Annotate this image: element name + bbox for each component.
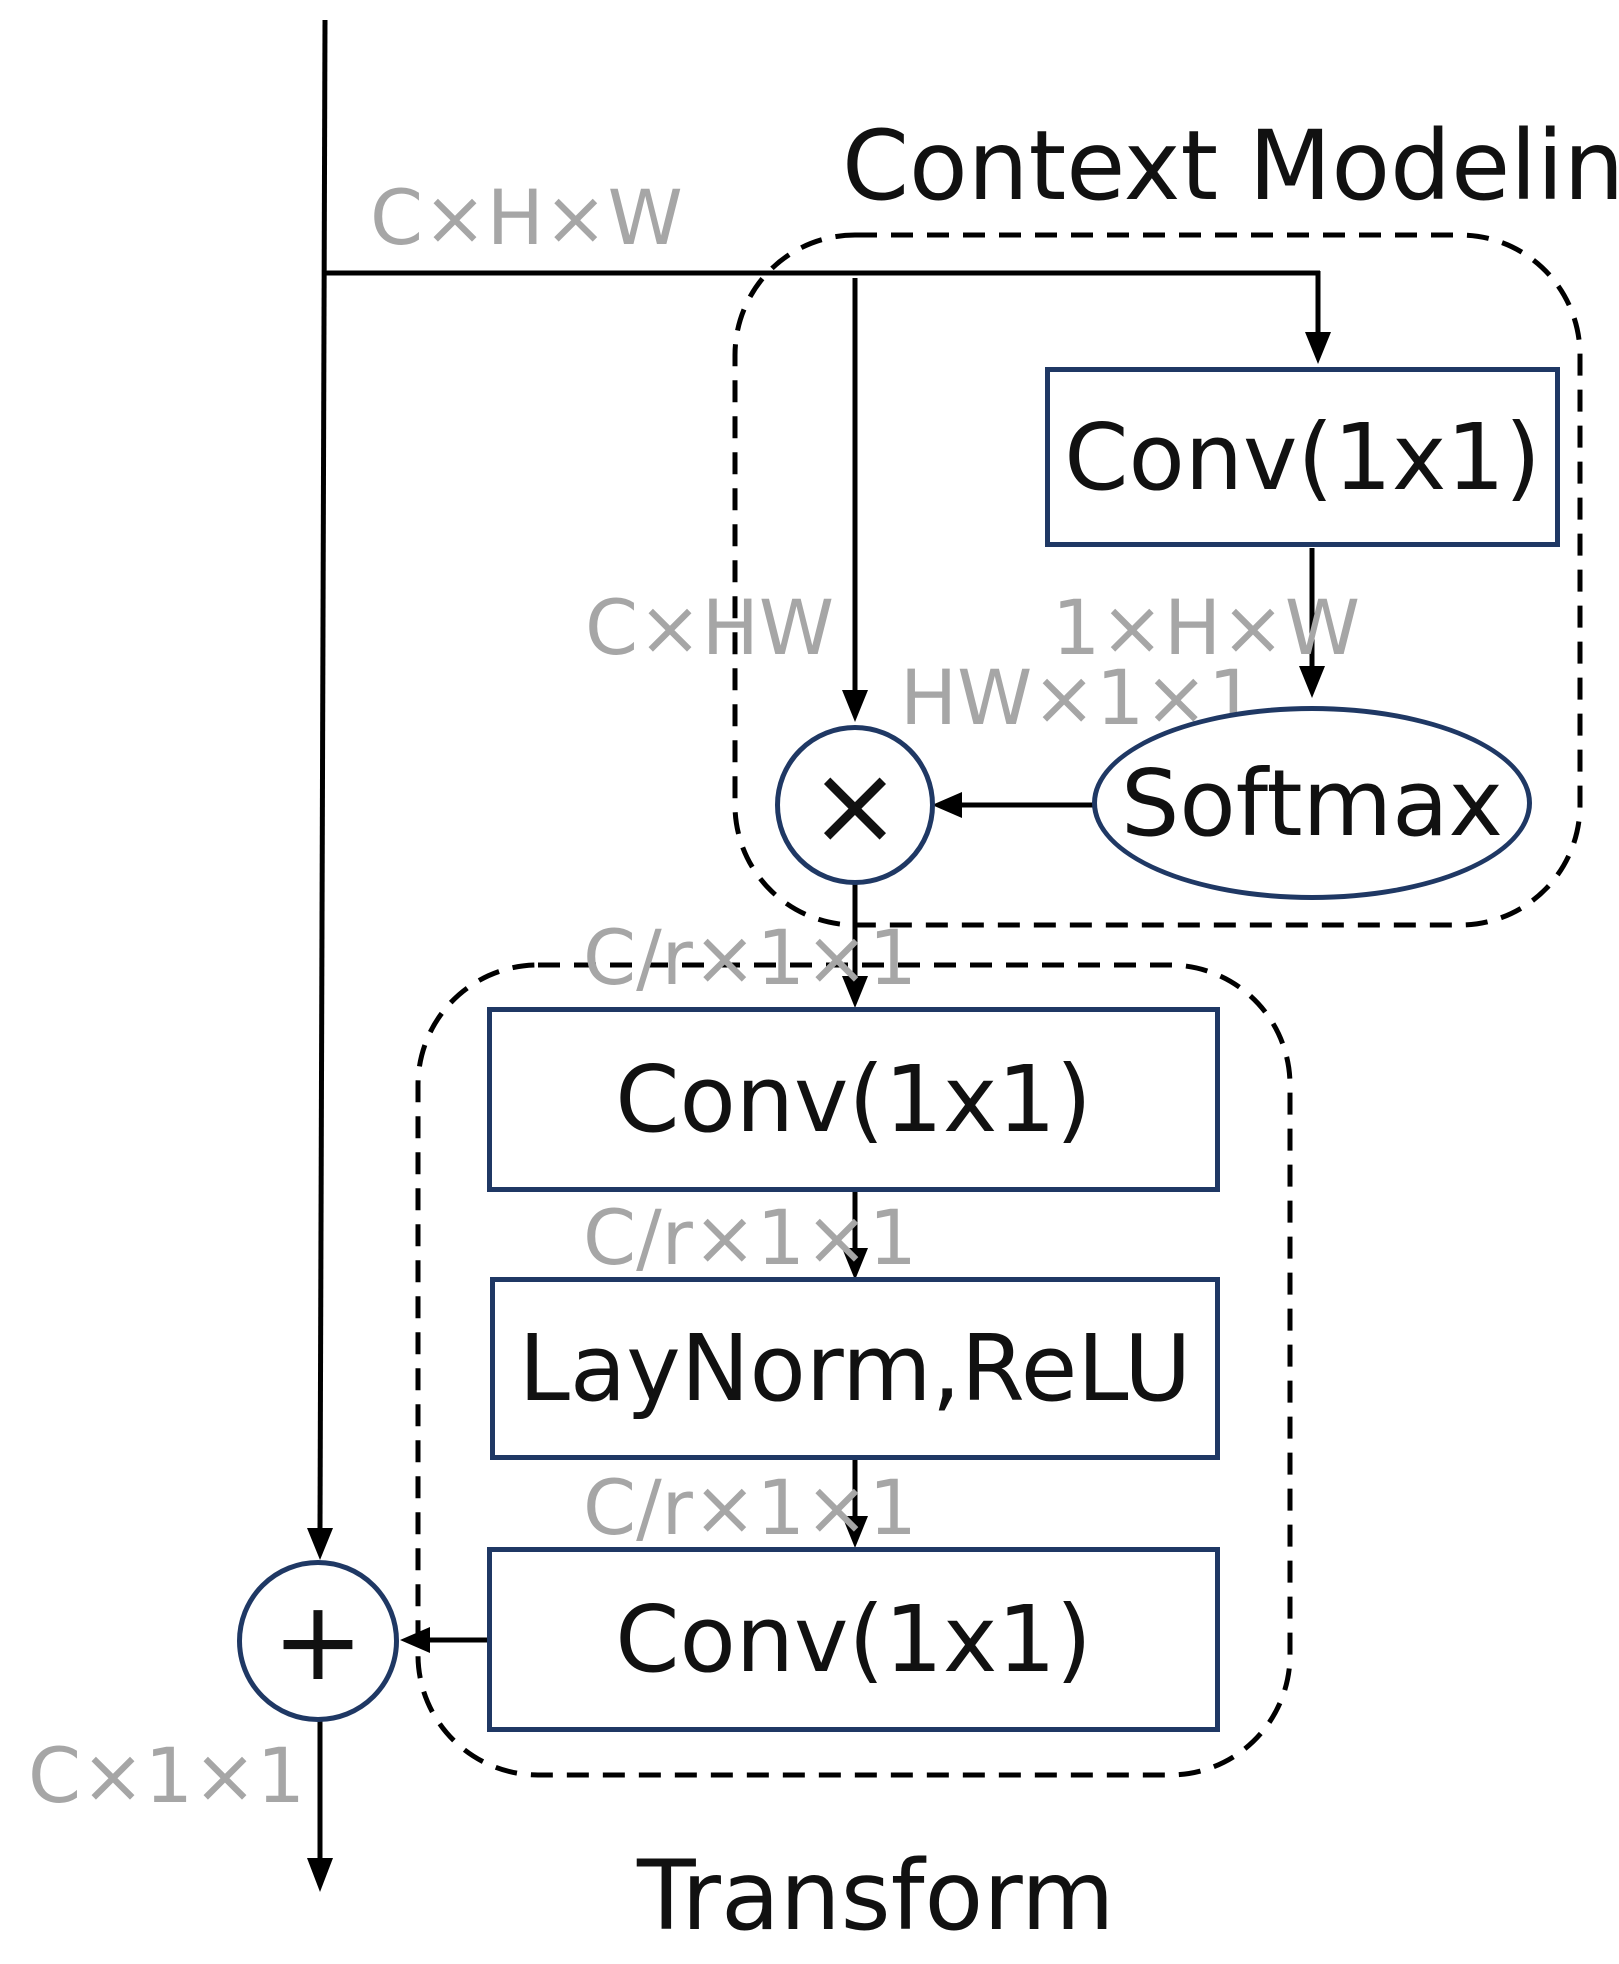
dim-bottleneck-3: C/r×1×1	[583, 1463, 917, 1552]
arrowhead-layernorm-top	[842, 1248, 868, 1280]
context-conv-node: Conv(1x1)	[1045, 367, 1560, 547]
arrowhead-add-top	[307, 1528, 333, 1560]
arrowhead-add-right	[400, 1627, 430, 1653]
dim-bottleneck-2: C/r×1×1	[583, 1193, 917, 1282]
multiply-node: ×	[775, 725, 935, 885]
add-node: +	[237, 1560, 399, 1722]
arrowhead-conv2-top	[842, 1516, 868, 1548]
arrowhead-conv1-top	[842, 976, 868, 1008]
arrowhead-multiply-right	[932, 792, 962, 818]
context-modeling-title: Context Modeling	[842, 110, 1619, 222]
context-modeling-group	[732, 232, 1583, 928]
dim-reshaped: C×HW	[585, 583, 835, 672]
arrowhead-multiply-top	[842, 690, 868, 722]
layernorm-relu-node: LayNorm,ReLU	[490, 1277, 1220, 1460]
arrowhead-softmax-top	[1299, 666, 1325, 698]
arrowhead-output	[307, 1858, 333, 1892]
arrowhead-conv-context	[1305, 332, 1331, 364]
dim-input: C×H×W	[370, 173, 683, 262]
dim-attn-map: 1×H×W	[1052, 583, 1361, 672]
transform-conv1-node: Conv(1x1)	[487, 1007, 1220, 1192]
transform-group	[415, 962, 1293, 1778]
transform-conv2-node: Conv(1x1)	[487, 1547, 1220, 1732]
dim-bottleneck-1: C/r×1×1	[583, 913, 917, 1002]
dim-output: C×1×1	[28, 1731, 306, 1820]
main-trunk-line	[317, 19, 328, 1531]
softmax-node: Softmax	[1092, 706, 1532, 900]
transform-title: Transform	[637, 1840, 1115, 1952]
